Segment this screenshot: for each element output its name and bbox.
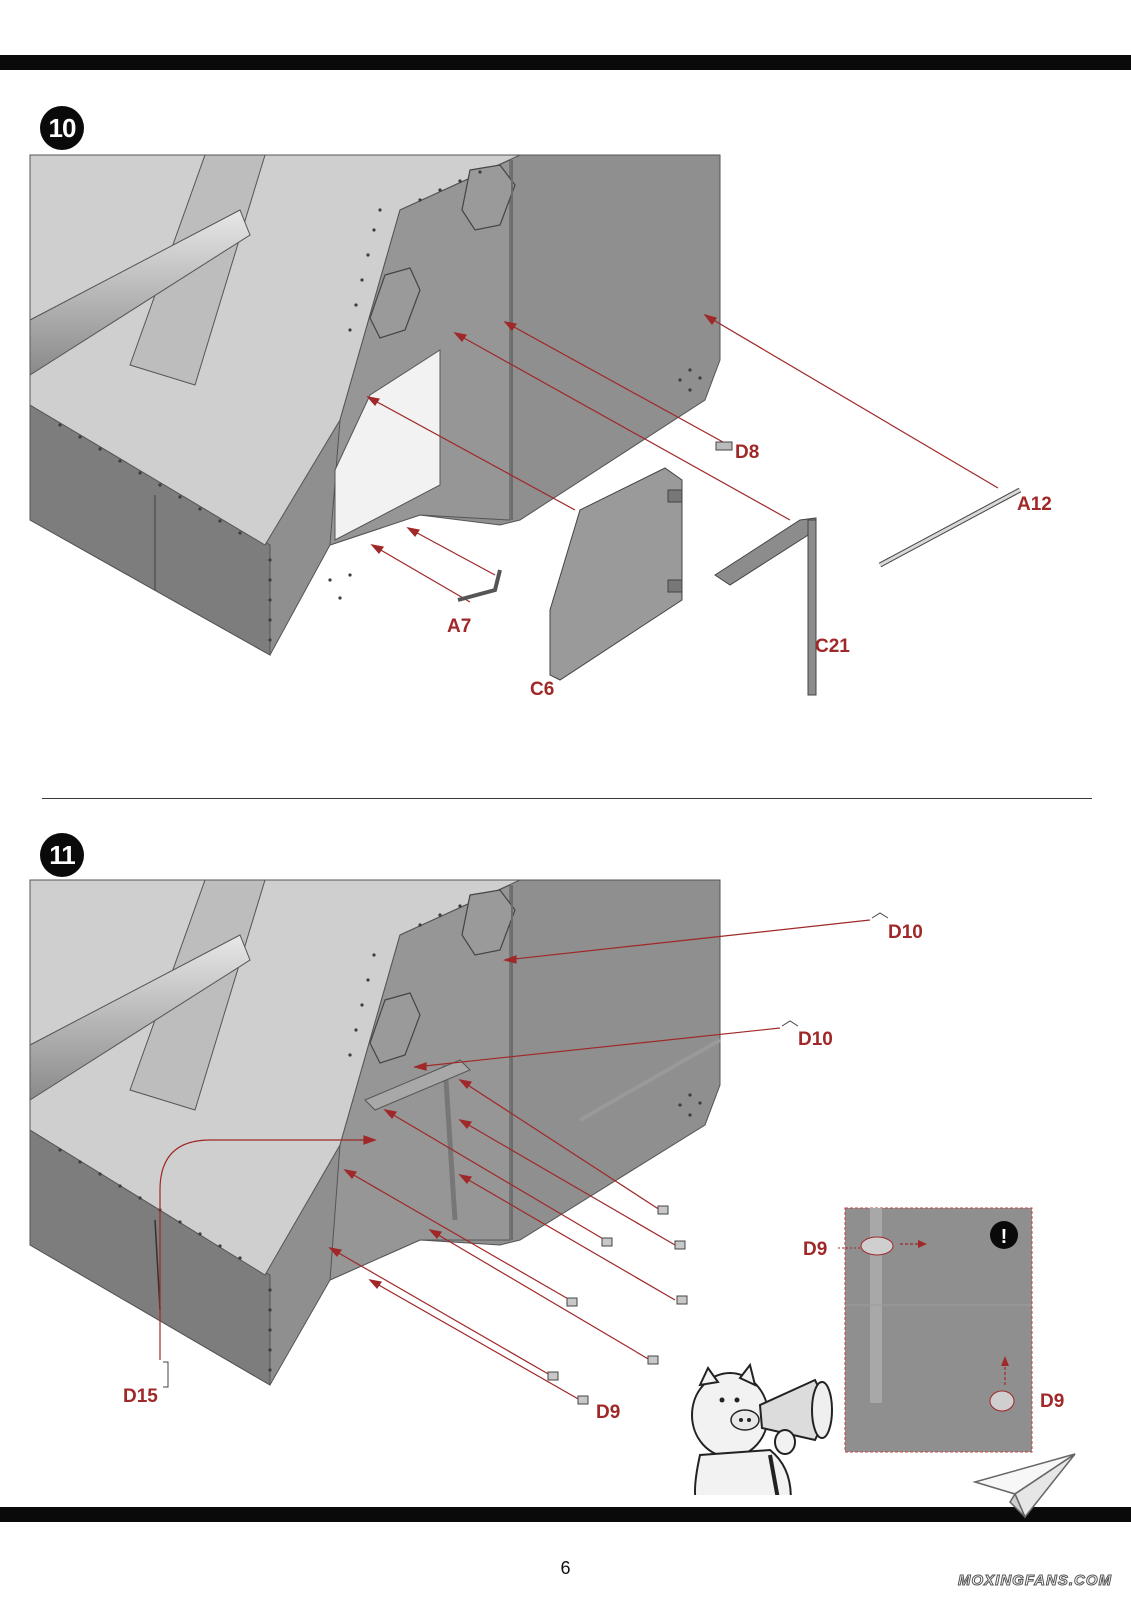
part-label-d9: D9 — [596, 1402, 620, 1423]
part-label-c6: C6 — [530, 679, 554, 700]
warning-icon: ! — [990, 1221, 1018, 1249]
rivet-rows — [58, 170, 702, 642]
step-11-diagram: ! D10 D10 D15 D9 D9 D9 — [29, 879, 1064, 1495]
step-10-loose-parts — [457, 441, 1022, 696]
step-10-number: 10 — [40, 106, 84, 150]
rivet-rows-11 — [58, 904, 702, 1372]
part-label-d10-lower: D10 — [798, 1029, 833, 1050]
step-10-diagram: D8 A12 A7 C21 C6 — [29, 154, 1052, 700]
step-10-arrows — [366, 313, 999, 603]
page-number: 6 — [560, 1558, 571, 1578]
step-10-part-labels: D8 A12 A7 C21 C6 — [447, 442, 1052, 700]
step-11-small-parts — [163, 912, 889, 1405]
mascot-pig-megaphone — [691, 1362, 833, 1495]
step-11-number: 11 — [40, 833, 84, 877]
watermark: MOXINGFANS.COM — [957, 1572, 1113, 1590]
part-label-a7: A7 — [447, 616, 471, 637]
step-divider — [42, 798, 1092, 799]
part-label-d15: D15 — [123, 1386, 158, 1407]
detail-inset: ! — [838, 1207, 1033, 1453]
vehicle-hull-11 — [29, 879, 721, 1386]
part-label-c21: C21 — [815, 636, 850, 657]
inset-label-d9-bottom: D9 — [1040, 1391, 1064, 1412]
paper-plane-logo — [972, 1453, 1076, 1519]
step-11-arrows — [159, 919, 871, 1401]
bottom-bar — [0, 1507, 1131, 1522]
inset-label-d9-top: D9 — [803, 1239, 827, 1260]
part-label-a12: A12 — [1017, 494, 1052, 515]
part-label-d10-upper: D10 — [888, 922, 923, 943]
part-label-d8: D8 — [735, 442, 759, 463]
top-bar — [0, 55, 1131, 70]
step-11-part-labels: D10 D10 D15 D9 D9 D9 — [123, 922, 1064, 1423]
svg-text:!: ! — [1001, 1226, 1008, 1248]
